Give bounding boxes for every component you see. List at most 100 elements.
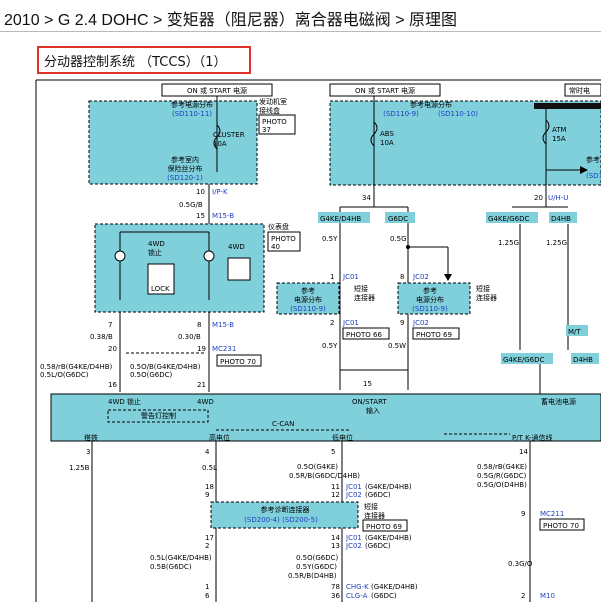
svg-text:(G4KE/D4HB): (G4KE/D4HB): [365, 534, 412, 542]
svg-text:LOCK: LOCK: [151, 285, 170, 293]
svg-text:搭铁: 搭铁: [84, 433, 98, 442]
svg-text:输入: 输入: [366, 406, 380, 415]
indicator-lamp-icon: [114, 250, 126, 262]
svg-text:0.5G: 0.5G: [390, 235, 407, 243]
svg-text:电源分布: 电源分布: [294, 295, 322, 304]
connector-clga[interactable]: CLG-A: [346, 592, 368, 600]
breadcrumb-year[interactable]: 2010: [4, 12, 40, 29]
svg-text:G4KE/D4HB: G4KE/D4HB: [320, 215, 361, 223]
svg-text:(G6DC): (G6DC): [365, 491, 391, 499]
connector-jc01-bus[interactable]: JC01: [345, 483, 362, 491]
svg-text:参考: 参考: [586, 155, 600, 164]
engine-tag: [571, 353, 599, 364]
svg-text:(SD110-11): (SD110-11): [172, 110, 212, 118]
svg-text:36: 36: [331, 592, 340, 600]
connector-jc01-lower[interactable]: JC01: [342, 319, 359, 327]
svg-text:(SD110-9): (SD110-9): [412, 305, 448, 313]
breadcrumb-bar: 2010 > G 2.4 DOHC > 变矩器（阻尼器）离合器电磁阀 > 原理图: [0, 0, 601, 32]
breadcrumb-engine[interactable]: G 2.4 DOHC: [57, 12, 149, 29]
photo-66-box[interactable]: [342, 327, 390, 340]
svg-text:保险丝分布: 保险丝分布: [168, 164, 203, 173]
svg-text:(SD110-9): (SD110-9): [383, 110, 419, 118]
diagram-frame: [35, 79, 601, 602]
svg-text:0.5Y(G6DC): 0.5Y(G6DC): [296, 563, 337, 571]
svg-text:蓄电池电源: 蓄电池电源: [541, 397, 576, 406]
connector-m15b-lower[interactable]: M15-B: [212, 321, 234, 329]
svg-text:9: 9: [205, 491, 209, 499]
svg-text:(G6DC): (G6DC): [371, 592, 397, 600]
connector-ipk[interactable]: I/P-K: [212, 188, 228, 196]
junction-block-jc02: 参考 电源分布 (SD110-9): [397, 282, 471, 315]
svg-text:10A: 10A: [380, 139, 394, 147]
svg-text:15: 15: [363, 380, 372, 388]
svg-text:M/T: M/T: [568, 328, 581, 336]
svg-text:7: 7: [108, 321, 112, 329]
photo-69-box[interactable]: [412, 327, 460, 340]
connector-uhu[interactable]: U/H-U: [548, 194, 568, 202]
svg-text:2: 2: [521, 592, 525, 600]
junction-box-label: 发动机室: [259, 97, 287, 106]
svg-text:(SD200-4): (SD200-4): [244, 516, 280, 524]
photo-70-right-box[interactable]: [539, 518, 585, 531]
svg-text:短接: 短接: [476, 284, 490, 293]
svg-text:P/T K-通信线: P/T K-通信线: [512, 433, 552, 442]
svg-text:电源分布: 电源分布: [416, 295, 444, 304]
svg-text:1.25B: 1.25B: [69, 464, 90, 472]
svg-text:参考: 参考: [423, 286, 437, 295]
svg-text:0.5B(G6DC): 0.5B(G6DC): [150, 563, 192, 571]
breadcrumb-component[interactable]: 变矩器（阻尼器）离合器电磁阀: [166, 12, 391, 29]
photo-40-box[interactable]: [267, 231, 301, 252]
connector-jc02-bus2[interactable]: JC02: [345, 542, 362, 550]
connector-jc02-lower[interactable]: JC02: [412, 319, 429, 327]
svg-text:0.5Y: 0.5Y: [322, 235, 338, 243]
svg-text:(SD110-9): (SD110-9): [290, 305, 326, 313]
engine-tag: [501, 353, 553, 364]
connector-m15b[interactable]: M15-B: [212, 212, 234, 220]
svg-text:G4KE/G6DC: G4KE/G6DC: [503, 356, 545, 364]
svg-text:(SD200-5): (SD200-5): [282, 516, 318, 524]
svg-text:12: 12: [331, 491, 340, 499]
svg-text:0.30/B: 0.30/B: [178, 333, 201, 341]
svg-text:CLUSTER: CLUSTER: [213, 131, 245, 139]
breadcrumb: 2010 > G 2.4 DOHC > 变矩器（阻尼器）离合器电磁阀 > 原理图: [4, 6, 457, 30]
4wd-symbol-icon: [227, 257, 251, 281]
bus-bar: [534, 103, 601, 109]
svg-text:0.5L/O(G6DC): 0.5L/O(G6DC): [40, 371, 89, 379]
svg-text:8: 8: [400, 273, 404, 281]
breadcrumb-separator: >: [395, 12, 405, 29]
connector-mc211[interactable]: MC211: [540, 510, 564, 518]
title-highlight-box: [37, 46, 251, 74]
svg-text:警告灯控制: 警告灯控制: [141, 411, 176, 420]
photo-70-box[interactable]: [216, 354, 262, 367]
svg-text:ATM: ATM: [552, 126, 567, 134]
svg-text:21: 21: [197, 381, 206, 389]
svg-text:4: 4: [205, 448, 210, 456]
junction-box-label: 接线盒: [259, 106, 280, 115]
photo-69-diag-box[interactable]: [362, 519, 408, 532]
svg-text:0.5L: 0.5L: [202, 464, 217, 472]
connector-jc02[interactable]: JC02: [412, 273, 429, 281]
photo-37-box[interactable]: [258, 114, 296, 135]
svg-text:0.5O(G4KE): 0.5O(G4KE): [297, 463, 338, 471]
engine-tag: [566, 325, 588, 336]
connector-jc02-bus[interactable]: JC02: [345, 491, 362, 499]
svg-text:0.5G/R(G6DC): 0.5G/R(G6DC): [477, 472, 527, 480]
svg-text:4WD: 4WD: [228, 243, 245, 251]
connector-chgk[interactable]: CHG-K: [346, 583, 369, 591]
svg-text:6: 6: [205, 592, 210, 600]
svg-text:40: 40: [271, 243, 280, 251]
svg-text:D4HB: D4HB: [573, 356, 593, 364]
svg-text:PHOTO 70: PHOTO 70: [220, 358, 256, 366]
connector-jc01-bus2[interactable]: JC01: [345, 534, 362, 542]
connector-mc231[interactable]: MC231: [212, 345, 236, 353]
svg-text:高电位: 高电位: [209, 433, 230, 442]
connector-m10[interactable]: M10: [540, 592, 555, 600]
svg-text:PHOTO: PHOTO: [271, 235, 296, 243]
svg-text:PHOTO 66: PHOTO 66: [346, 331, 382, 339]
svg-text:0.5Y: 0.5Y: [322, 342, 338, 350]
svg-text:参考诊断连接器: 参考诊断连接器: [261, 505, 310, 514]
svg-text:(G4KE/D4HB): (G4KE/D4HB): [371, 583, 418, 591]
svg-text:参考室内: 参考室内: [171, 155, 199, 164]
connector-jc01[interactable]: JC01: [342, 273, 359, 281]
breadcrumb-separator: >: [152, 12, 163, 29]
